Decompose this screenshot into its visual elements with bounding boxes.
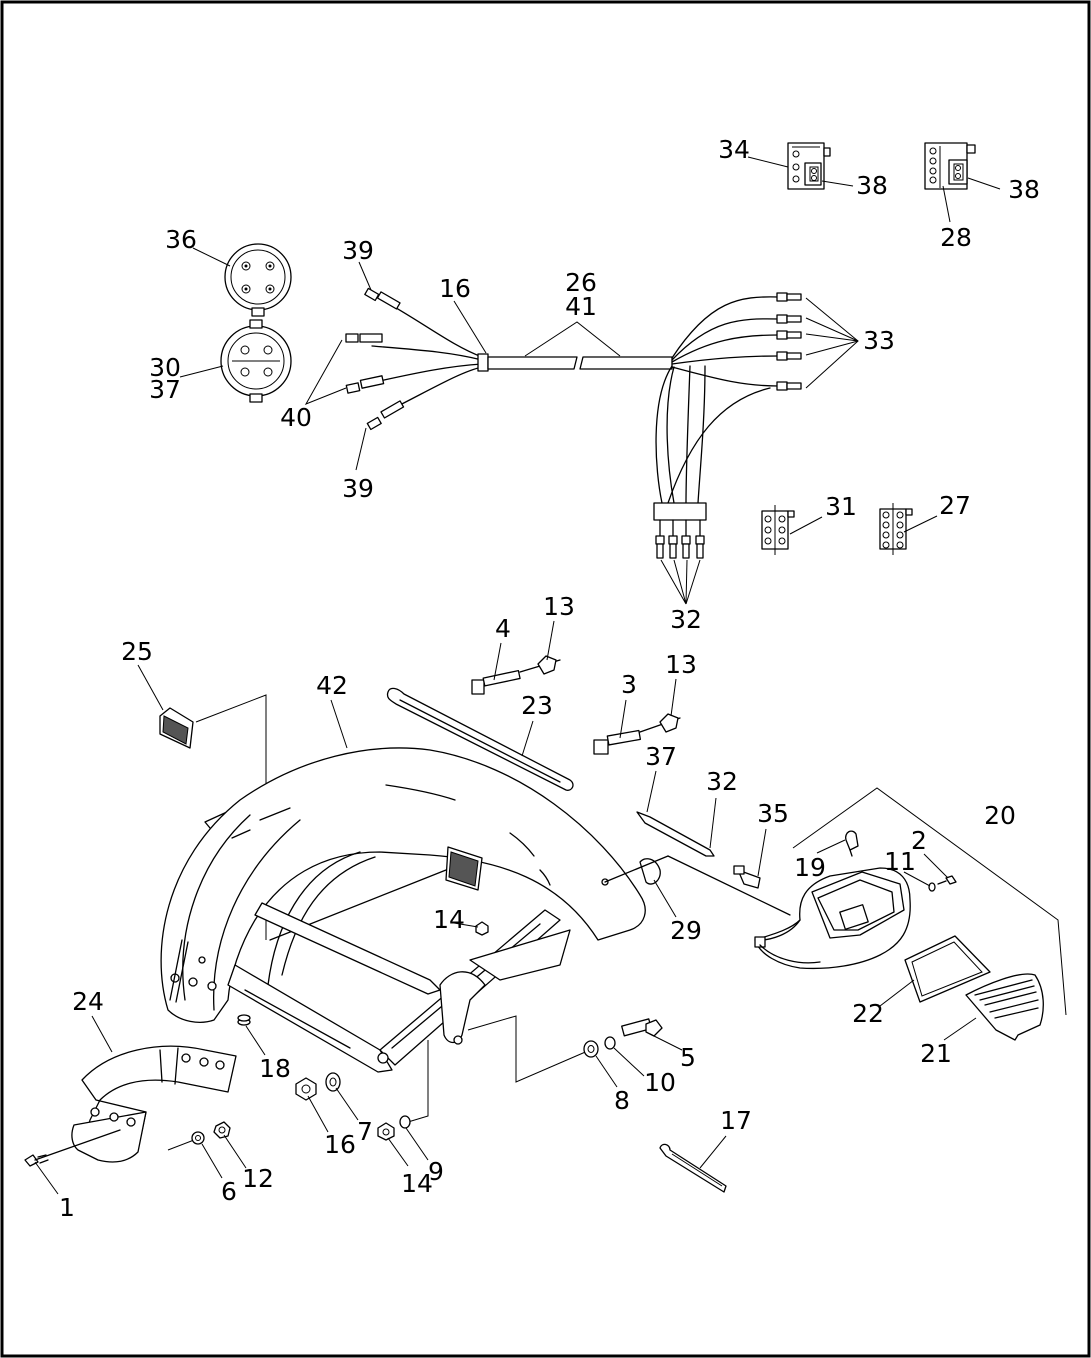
terminal-block-31 xyxy=(761,505,795,555)
cable-tie-17 xyxy=(659,1143,727,1193)
callout-13: 13 xyxy=(665,650,697,679)
washer-11 xyxy=(928,882,936,892)
callout-5: 5 xyxy=(680,1043,696,1072)
callout-38: 38 xyxy=(856,171,888,200)
lamp-housing xyxy=(754,787,1067,1016)
callout-22: 22 xyxy=(852,999,884,1028)
callout-34: 34 xyxy=(718,135,750,164)
nut-12 xyxy=(213,1121,231,1139)
callout-7: 7 xyxy=(357,1117,373,1146)
washer-10 xyxy=(604,1036,616,1050)
callout-30: 30 xyxy=(149,353,181,382)
callout-24: 24 xyxy=(72,987,104,1016)
callout-13: 13 xyxy=(543,592,575,621)
callout-35: 35 xyxy=(757,799,789,828)
washer-8 xyxy=(583,1040,599,1058)
callout-17: 17 xyxy=(720,1106,752,1135)
gasket-22 xyxy=(904,935,991,1003)
nut-16 xyxy=(295,1077,317,1101)
callout-14: 14 xyxy=(401,1169,433,1198)
callout-37: 37 xyxy=(645,742,677,771)
wire-37 xyxy=(636,811,715,857)
callout-9: 9 xyxy=(428,1157,444,1186)
washer-9 xyxy=(399,1115,411,1129)
callout-16: 16 xyxy=(439,274,471,303)
callout-23: 23 xyxy=(521,691,553,720)
screw-1 xyxy=(24,1129,121,1167)
callout-11: 11 xyxy=(884,847,916,876)
callout-6: 6 xyxy=(221,1177,237,1206)
callout-19: 19 xyxy=(794,853,826,882)
screw-2 xyxy=(937,875,957,885)
grommet-18 xyxy=(237,1014,251,1026)
callout-29: 29 xyxy=(670,916,702,945)
bolt-4 xyxy=(471,655,561,695)
nut-14 xyxy=(377,1122,395,1141)
bolt-5 xyxy=(621,1018,663,1037)
callout-31: 31 xyxy=(825,492,857,521)
callout-38: 38 xyxy=(1008,175,1040,204)
wiring-harness xyxy=(345,287,802,559)
bolt-3 xyxy=(593,713,681,755)
fender-assembly xyxy=(24,655,1067,1193)
callout-25: 25 xyxy=(121,637,153,666)
callout-39: 39 xyxy=(342,474,374,503)
callout-27: 27 xyxy=(939,491,971,520)
connector-34 xyxy=(787,142,831,190)
terminal-block-27 xyxy=(879,503,913,555)
callout-1: 1 xyxy=(59,1193,75,1222)
callout-21: 21 xyxy=(920,1039,952,1068)
connector-28 xyxy=(924,142,976,190)
callout-12: 12 xyxy=(242,1164,274,1193)
round-connector-30 xyxy=(220,319,292,403)
callout-18: 18 xyxy=(259,1054,291,1083)
callout-32: 32 xyxy=(706,767,738,796)
callout-32: 32 xyxy=(670,605,702,634)
callout-labels: 34 38 38 28 36 39 16 26 41 33 30 37 40 3… xyxy=(59,135,1040,1222)
callout-2: 2 xyxy=(911,826,927,855)
leader-lines xyxy=(34,156,1001,1195)
callout-10: 10 xyxy=(644,1068,676,1097)
callout-3: 3 xyxy=(621,670,637,699)
callout-28: 28 xyxy=(940,223,972,252)
bulb-19 xyxy=(845,830,859,857)
bracket-24 xyxy=(71,1045,237,1163)
callout-36: 36 xyxy=(165,225,197,254)
callout-40: 40 xyxy=(280,403,312,432)
clip-29 xyxy=(604,855,791,916)
washer-6 xyxy=(191,1131,205,1145)
callout-16: 16 xyxy=(324,1130,356,1159)
socket-35 xyxy=(733,865,761,889)
callout-26: 26 xyxy=(565,268,597,297)
lens-21 xyxy=(965,973,1044,1041)
callout-42: 42 xyxy=(316,671,348,700)
callout-33: 33 xyxy=(863,326,895,355)
callout-8: 8 xyxy=(614,1086,630,1115)
nut-14-fender xyxy=(475,921,489,936)
callout-41: 41 xyxy=(565,292,597,321)
washer-7 xyxy=(325,1072,341,1092)
callout-14: 14 xyxy=(433,905,465,934)
round-connector-36 xyxy=(224,243,292,317)
callout-39: 39 xyxy=(342,236,374,265)
callout-4: 4 xyxy=(495,614,511,643)
callout-20: 20 xyxy=(984,801,1016,830)
callout-37: 37 xyxy=(149,375,181,404)
